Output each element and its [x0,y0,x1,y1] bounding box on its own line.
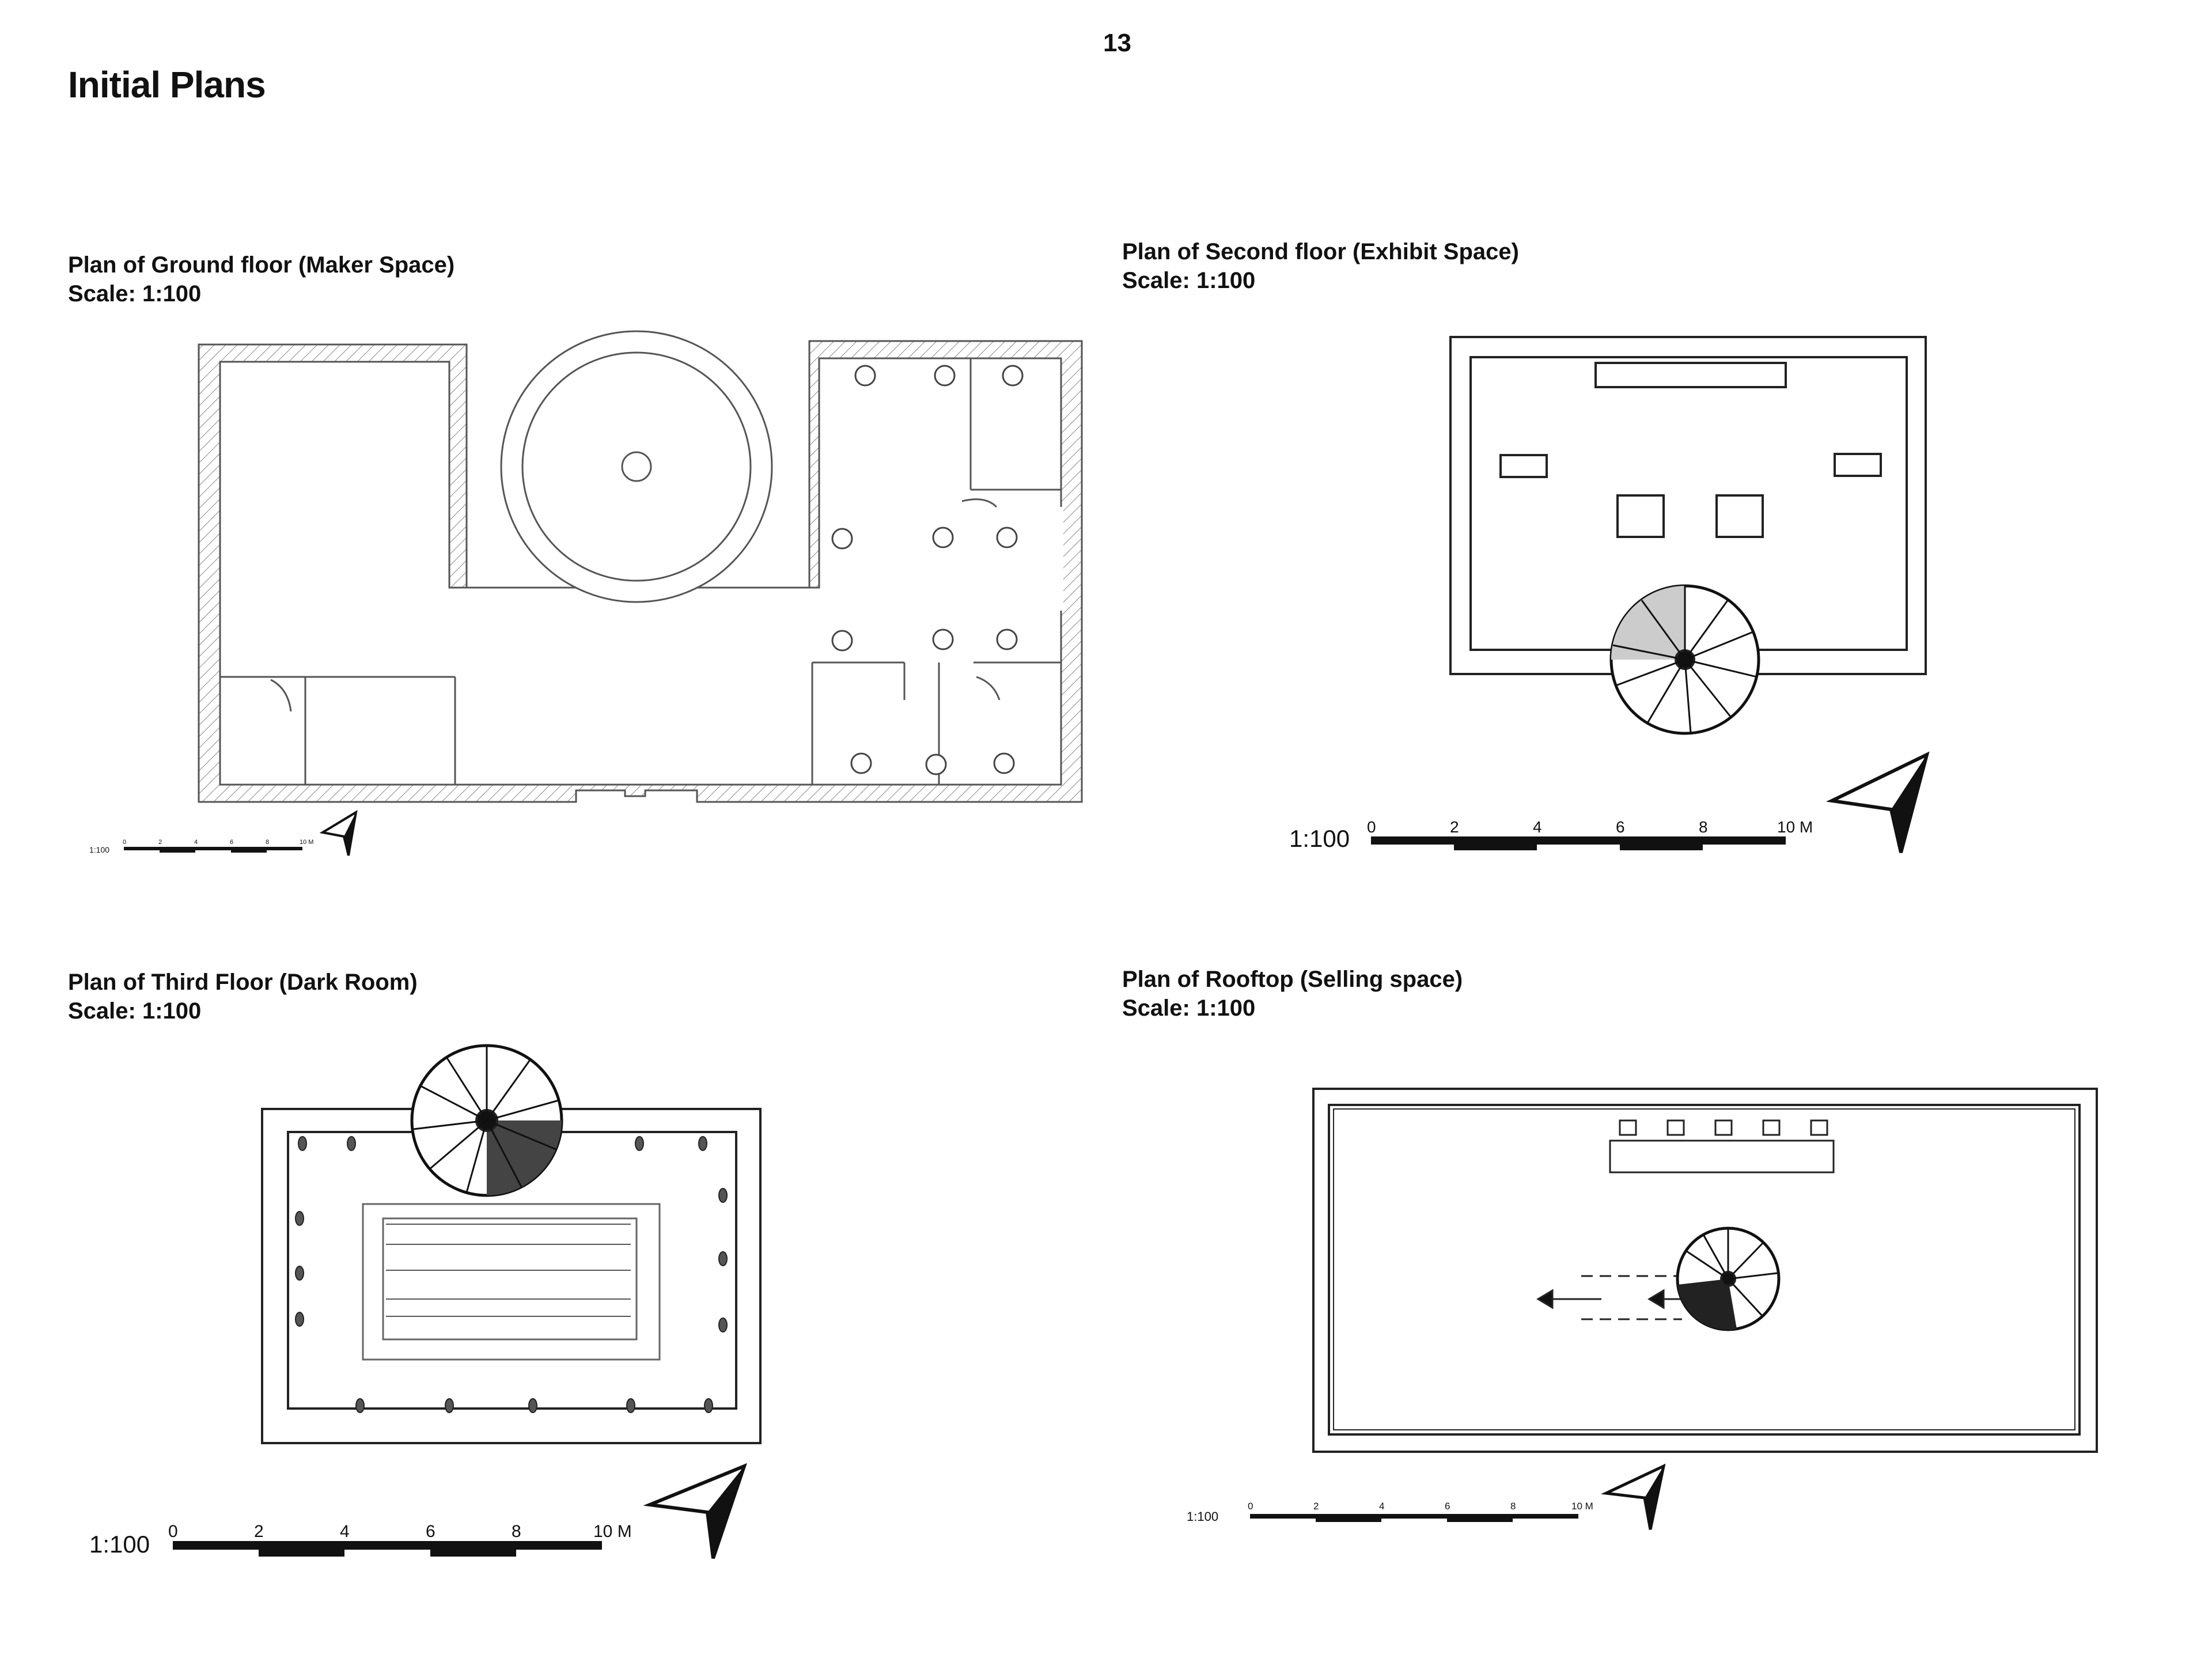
scalebar-tick: 2 [1313,1501,1319,1512]
plan-ground-scale: Scale: 1:100 [68,281,202,306]
spiral-staircase-icon [410,1044,563,1197]
plan-third-scale: Scale: 1:100 [68,998,202,1024]
scalebar-tick: 6 [230,839,233,846]
scalebar-tick: 10 M [300,839,313,846]
page-number: 13 [1103,29,1131,57]
column-markers [831,365,1024,775]
scalebar-tick: 2 [254,1522,264,1541]
north-arrow-icon [319,810,358,856]
plan-ground-scalebar: 1:100 0 2 4 6 8 10 M [89,810,358,856]
plan-ground-heading: Plan of Ground floor (Maker Space) Scale… [68,251,454,308]
scalebar-tick: 4 [1533,818,1542,836]
scalebar-tick: 0 [168,1522,178,1541]
plan-third-scalebar: 1:100 0 2 4 6 8 10 M [89,1463,747,1559]
scalebar-tick: 2 [1450,818,1459,836]
scalebar-ratio: 1:100 [1187,1509,1218,1524]
scalebar-tick: 10 M [593,1522,632,1541]
scalebar-tick: 0 [1248,1501,1253,1512]
plan-rooftop-scale: Scale: 1:100 [1122,995,1256,1021]
scalebar-tick: 4 [194,839,198,846]
scalebar-tick: 6 [1445,1501,1450,1512]
plan-second-scale: Scale: 1:100 [1122,268,1256,293]
scalebar-tick: 4 [340,1522,350,1541]
north-arrow-icon [1601,1463,1666,1530]
plan-rooftop-drawing [1312,1088,2098,1453]
north-arrow-icon [1825,751,1930,853]
spiral-staircase-icon [1676,1226,1781,1331]
plan-third-title: Plan of Third Floor (Dark Room) [68,970,418,995]
scalebar-tick: 10 M [1571,1501,1593,1512]
plan-ground-title: Plan of Ground floor (Maker Space) [68,252,455,278]
spiral-staircase-icon [1609,584,1760,735]
plan-second-scalebar: 1:100 0 2 4 6 8 10 M [1289,751,1930,853]
scalebar-tick: 6 [426,1522,435,1541]
plan-rooftop-heading: Plan of Rooftop (Selling space) Scale: 1… [1122,965,1463,1023]
scalebar-tick: 4 [1379,1501,1384,1512]
plan-second-title: Plan of Second floor (Exhibit Space) [1122,239,1519,264]
scalebar-tick: 6 [1616,818,1625,836]
plan-second-drawing [1449,336,1927,735]
scalebar-tick: 0 [123,839,126,846]
plan-second-heading: Plan of Second floor (Exhibit Space) Sca… [1122,237,1519,295]
scalebar-tick: 10 M [1777,818,1813,836]
north-arrow-icon [643,1463,747,1559]
scalebar-ratio: 1:100 [89,1531,150,1558]
scalebar-ratio: 1:100 [1289,825,1350,852]
page-title: Initial Plans [68,64,266,105]
scalebar-tick: 8 [266,839,269,846]
plan-rooftop-title: Plan of Rooftop (Selling space) [1122,967,1463,992]
plan-ground-drawing [198,330,1083,803]
wall-lights [295,1136,728,1413]
scalebar-tick: 8 [1699,818,1708,836]
scalebar-tick: 0 [1367,818,1376,836]
scalebar-tick: 8 [1510,1501,1516,1512]
scalebar-ratio: 1:100 [89,845,109,854]
plan-third-heading: Plan of Third Floor (Dark Room) Scale: 1… [68,968,418,1025]
scalebar-tick: 8 [512,1522,521,1541]
plan-rooftop-scalebar: 1:100 0 2 4 6 8 10 M [1187,1463,1666,1530]
scalebar-tick: 2 [158,839,162,846]
plan-third-drawing [261,1044,762,1444]
